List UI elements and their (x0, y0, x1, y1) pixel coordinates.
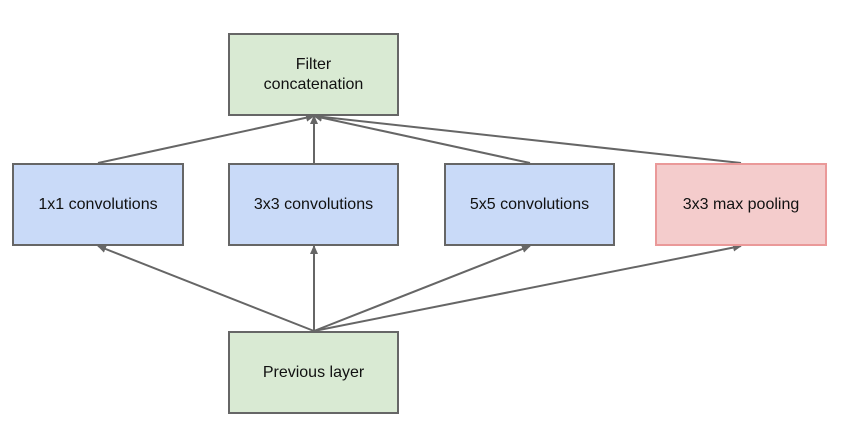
conv-3x3-label: 3x3 convolutions (253, 195, 374, 213)
conv-3x3-box: 3x3 convolutions (228, 163, 399, 246)
conv-1x1-box: 1x1 convolutions (12, 163, 184, 246)
previous-layer-box: Previous layer (228, 331, 399, 414)
conv-5x5-box: 5x5 convolutions (444, 163, 615, 246)
arrow-previous-to-conv1x1 (97, 245, 315, 332)
arrow-conv5x5-to-concat (313, 113, 531, 164)
filter-concatenation-label: Filter concatenation (263, 55, 364, 93)
arrow-pool-to-concat (313, 112, 742, 164)
max-pooling-box: 3x3 max pooling (655, 163, 827, 246)
previous-layer-label: Previous layer (262, 363, 365, 381)
conv-5x5-label: 5x5 convolutions (469, 195, 590, 213)
arrow-previous-to-conv5x5 (313, 245, 531, 332)
filter-concatenation-box: Filter concatenation (228, 33, 399, 116)
arrow-conv1x1-to-concat (97, 113, 315, 164)
arrow-previous-to-pool (313, 243, 742, 332)
conv-1x1-label: 1x1 convolutions (38, 195, 158, 213)
max-pooling-label: 3x3 max pooling (682, 195, 800, 213)
